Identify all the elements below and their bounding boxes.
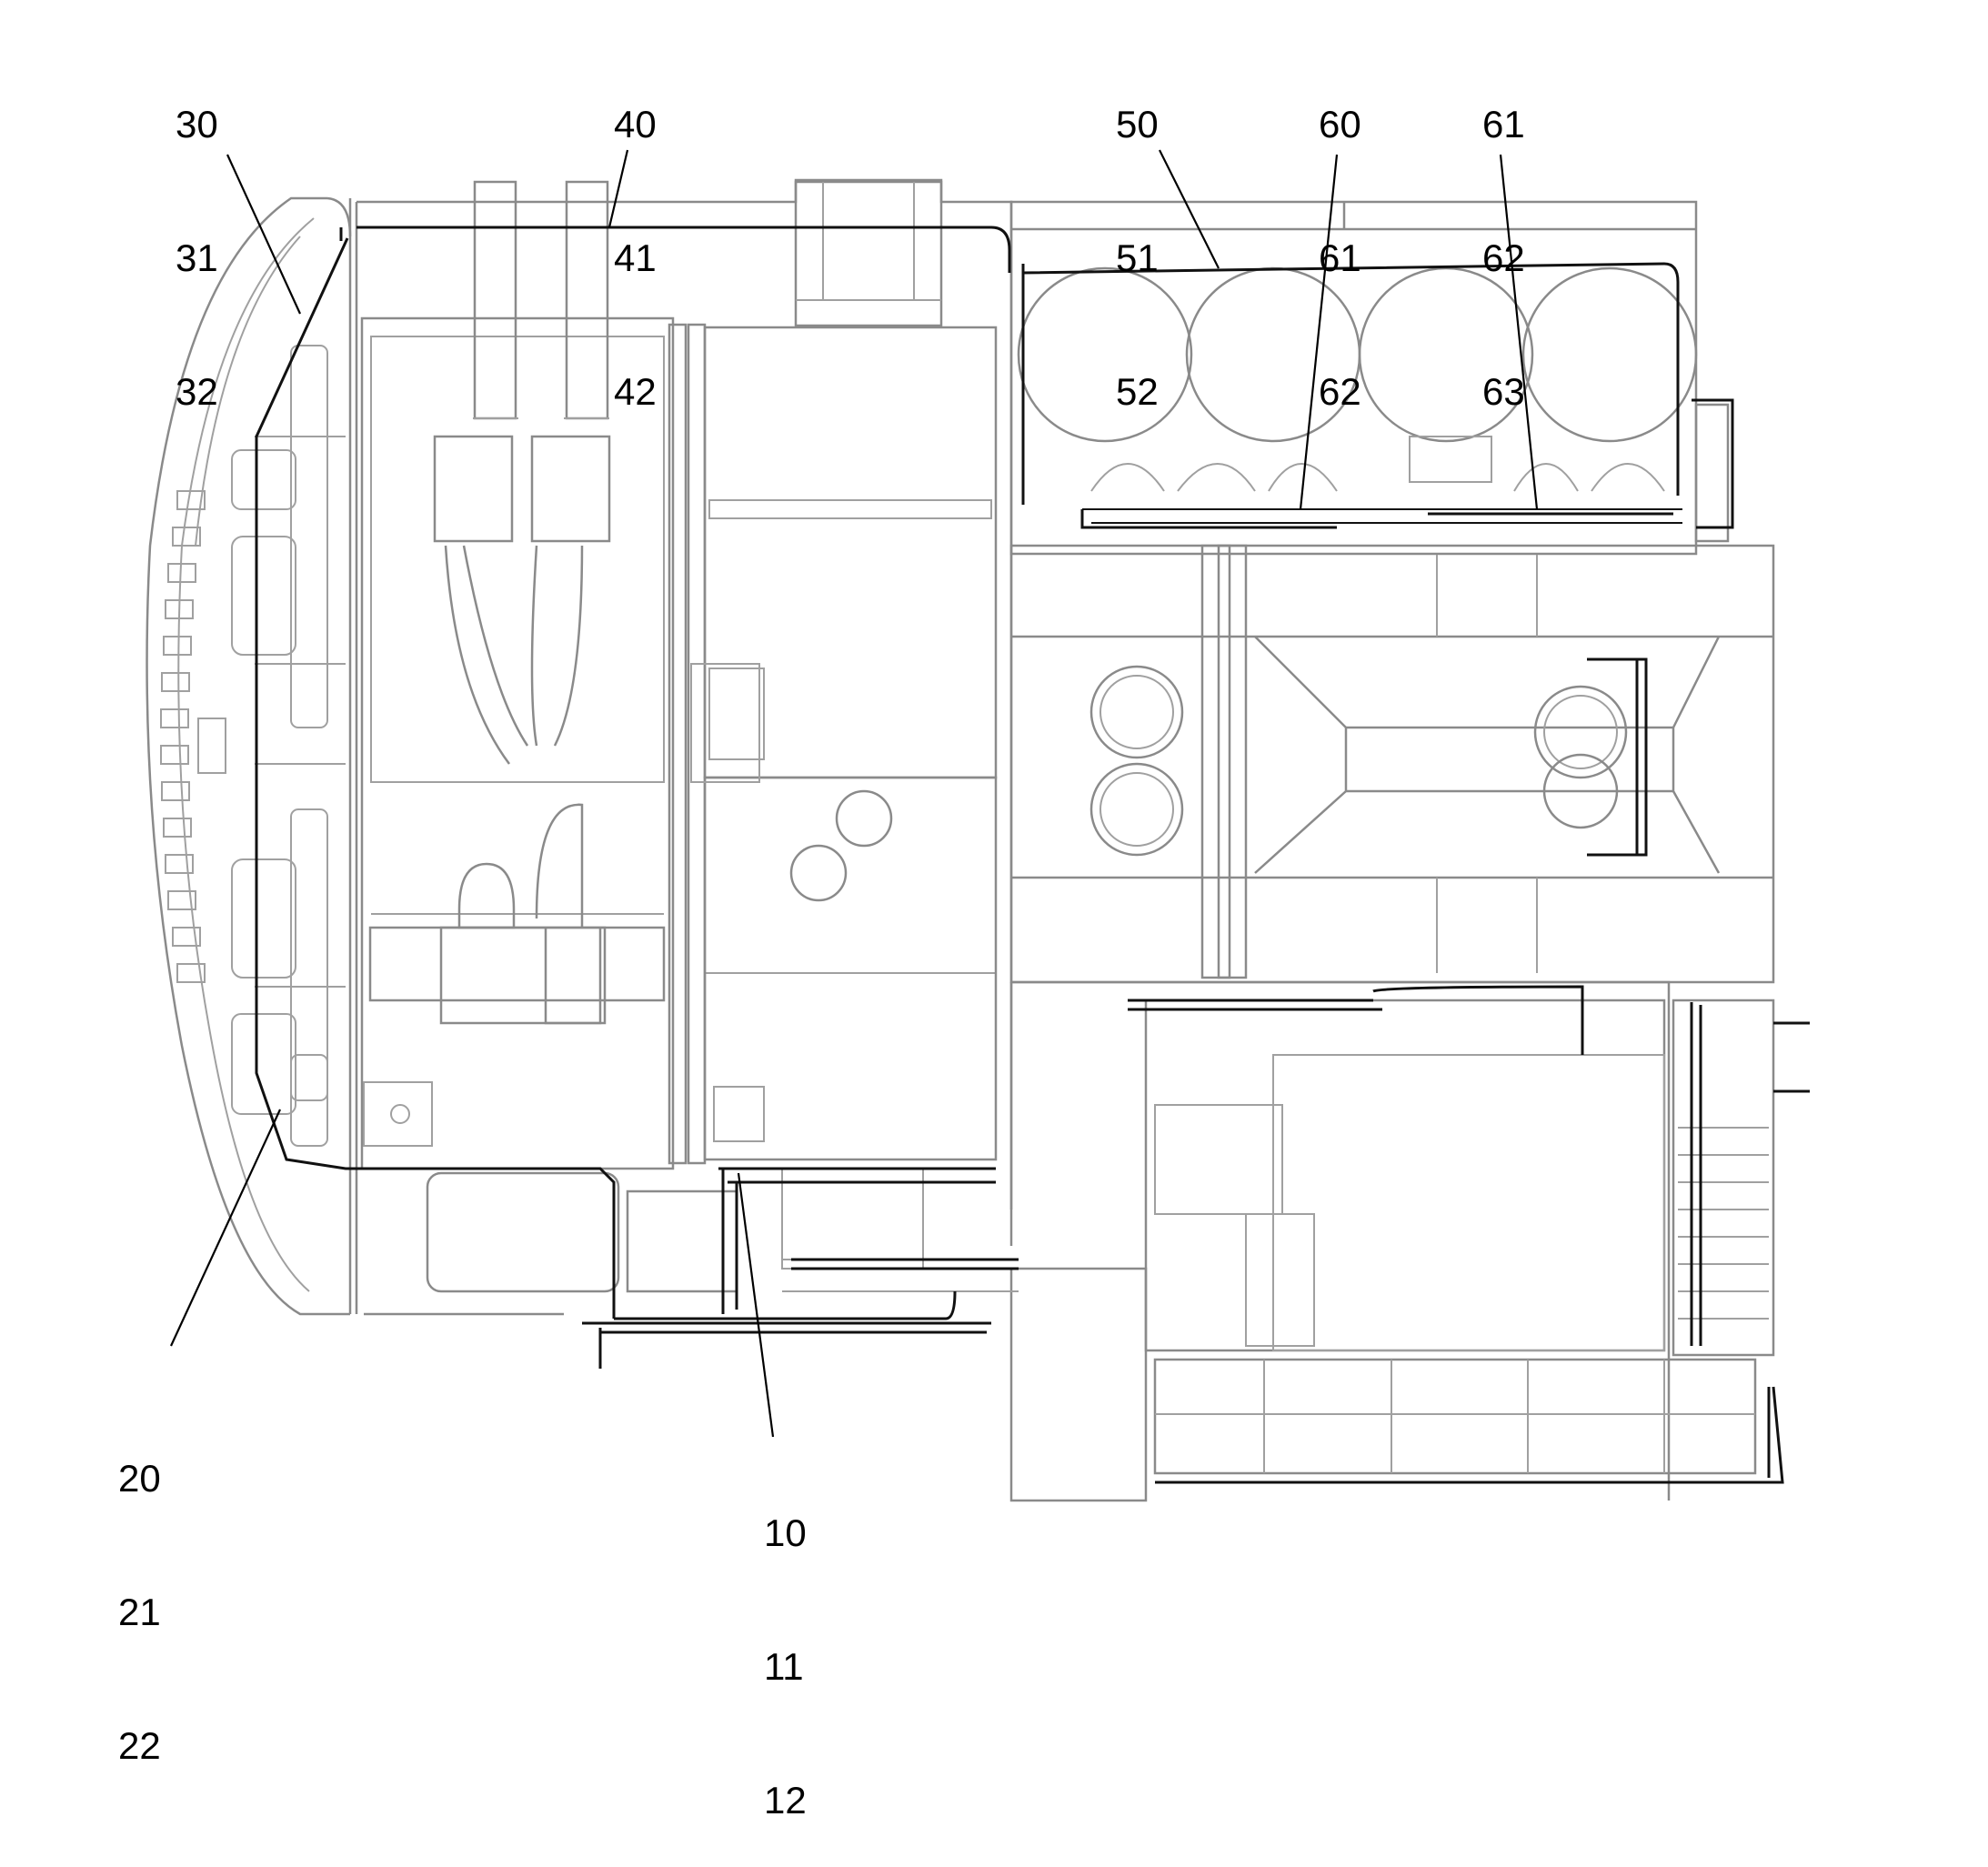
highlighted-lines [255, 226, 1810, 1484]
callout-line: 50 [1116, 103, 1159, 146]
center-frame [1011, 544, 1773, 979]
callout-line: 42 [614, 370, 657, 413]
callout-line: 10 [764, 1511, 807, 1554]
callout-line: 11 [764, 1645, 804, 1688]
callout-line: 62 [1482, 236, 1525, 279]
callout-20-21-22: 20 21 22 [118, 1367, 161, 1812]
callout-line: 41 [614, 236, 657, 279]
engine-compartment-diagram: 30 31 32 40 41 42 50 51 52 60 61 62 61 6… [118, 13, 1810, 1822]
callout-line: 32 [176, 370, 218, 413]
machine-outline-drawing [146, 149, 1810, 1502]
callout-line: 40 [614, 103, 657, 146]
vent-slots [160, 490, 226, 983]
lower-right-section [1144, 999, 1775, 1475]
callout-30-31-32: 30 31 32 [176, 13, 218, 458]
callout-line: 31 [176, 236, 218, 279]
callout-line: 20 [118, 1457, 161, 1500]
callout-line: 21 [118, 1591, 161, 1633]
callout-60-61-62: 60 61 62 [1319, 13, 1361, 458]
callout-line: 61 [1482, 103, 1525, 146]
callout-line: 63 [1482, 370, 1525, 413]
engine-bay [360, 178, 998, 1170]
callout-10-11-12: 10 11 12 [764, 1421, 807, 1867]
callout-line: 12 [764, 1779, 807, 1822]
callout-line: 52 [1116, 370, 1159, 413]
outer-frame [355, 180, 1775, 1502]
callout-line: 61 [1319, 236, 1361, 279]
callout-line: 60 [1319, 103, 1361, 146]
callout-line: 30 [176, 103, 218, 146]
callout-line: 22 [118, 1724, 161, 1767]
leader-lines [170, 149, 1539, 1438]
callout-line: 62 [1319, 370, 1361, 413]
front-nose [146, 196, 352, 1316]
callout-61-62-63: 61 62 63 [1482, 13, 1525, 458]
callout-50-51-52: 50 51 52 [1116, 13, 1159, 458]
callout-40-41-42: 40 41 42 [614, 13, 657, 458]
tank-section [1017, 266, 1730, 543]
callout-line: 51 [1116, 236, 1159, 279]
